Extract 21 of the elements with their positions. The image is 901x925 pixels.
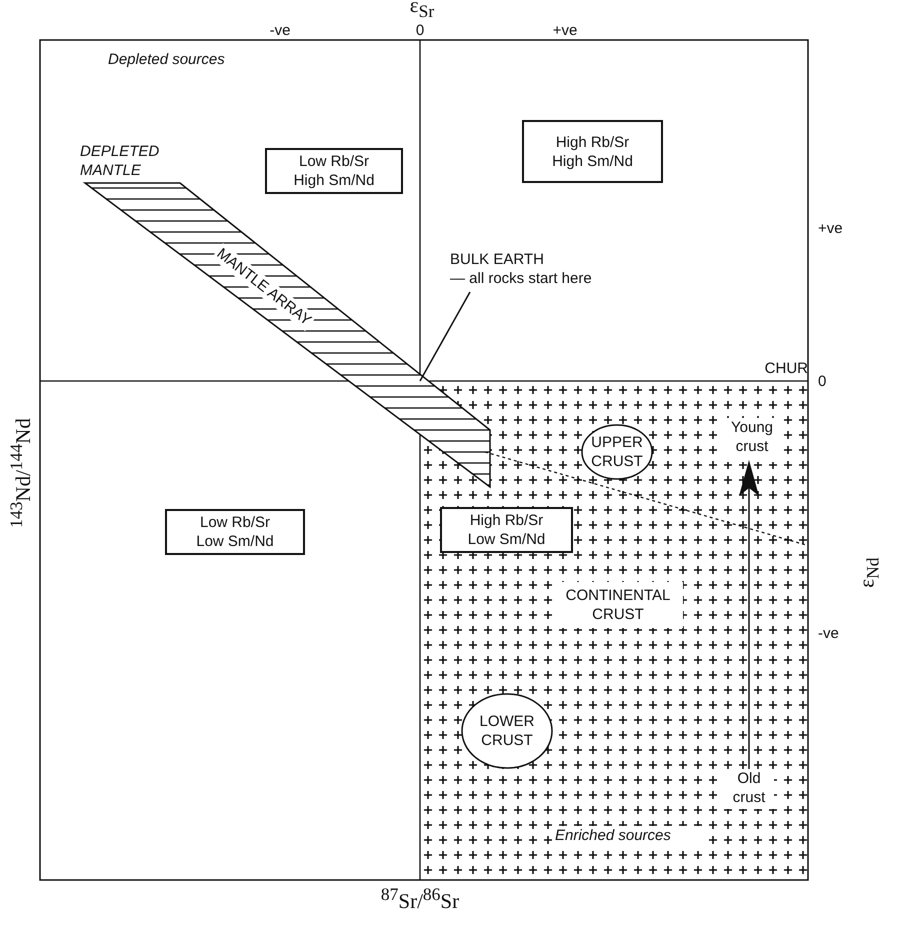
axis-label: +ve xyxy=(552,21,578,40)
axis-title: $^{87}$Sr/$^{86}$Sr xyxy=(380,885,460,911)
axis-label: 0 xyxy=(414,21,426,40)
crust-ellipse: UPPER CRUST xyxy=(581,424,653,480)
axis-label: CHUR xyxy=(764,359,808,378)
ratio-box: Low Rb/Sr Low Sm/Nd xyxy=(165,509,305,555)
ratio-box: High Rb/Sr Low Sm/Nd xyxy=(440,507,573,553)
region-note: Enriched sources xyxy=(555,826,705,845)
region-note: Depleted sources xyxy=(108,50,226,69)
ratio-box: High Rb/Sr High Sm/Nd xyxy=(522,120,663,183)
ratio-box: Low Rb/Sr High Sm/Nd xyxy=(265,148,403,194)
annotation-text: BULK EARTH — all rocks start here xyxy=(450,250,640,292)
axis-label: 0 xyxy=(818,372,828,391)
region-note: DEPLETED MANTLE xyxy=(80,142,160,180)
annotation-text: Old crust xyxy=(724,769,774,809)
axis-label: +ve xyxy=(818,219,844,238)
arrow xyxy=(739,460,759,769)
axis-label: -ve xyxy=(268,21,292,40)
axis-title: ε$_{Sr}$ xyxy=(408,0,436,22)
axis-label: -ve xyxy=(818,624,840,643)
crust-ellipse: LOWER CRUST xyxy=(461,693,553,769)
